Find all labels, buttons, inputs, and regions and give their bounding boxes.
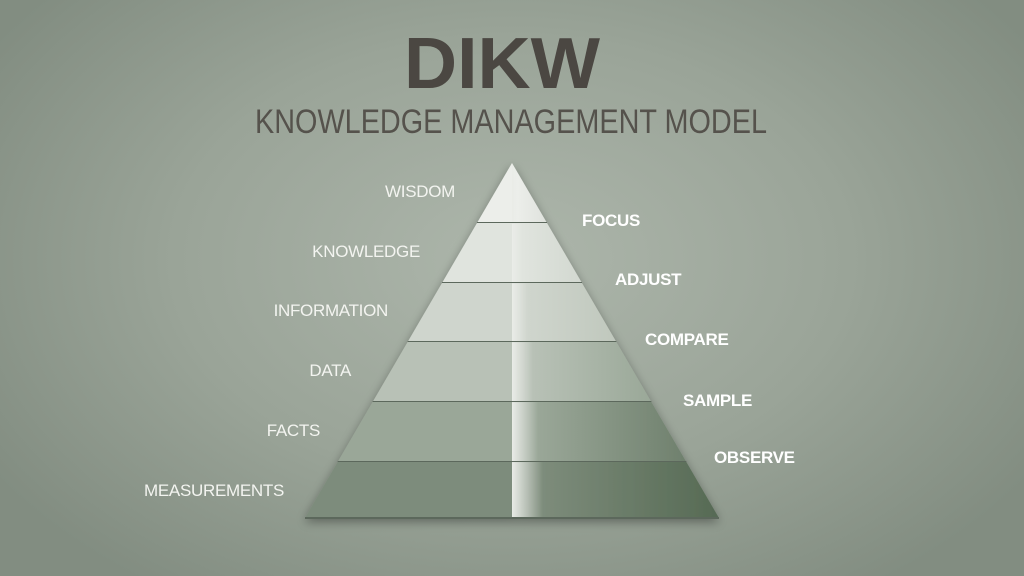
pyramid-layer-right-measurements <box>512 462 719 518</box>
pyramid-layer-right-wisdom <box>512 163 547 223</box>
level-label-information: INFORMATION <box>273 301 389 320</box>
pyramid-layer-right-facts <box>512 402 687 462</box>
pyramid-layer-left-facts <box>337 402 512 462</box>
diagram-title: DIKW <box>404 24 600 104</box>
pyramid-layer-right-data <box>512 342 652 402</box>
action-label-compare: COMPARE <box>645 330 729 349</box>
level-label-measurements: MEASUREMENTS <box>144 481 284 500</box>
action-label-sample: SAMPLE <box>683 391 753 410</box>
action-label-adjust: ADJUST <box>615 270 682 289</box>
pyramid-layer-left-knowledge <box>442 223 512 283</box>
level-label-knowledge: KNOWLEDGE <box>312 242 420 261</box>
level-label-wisdom: WISDOM <box>385 182 455 201</box>
action-label-focus: FOCUS <box>582 211 641 230</box>
diagram-subtitle: KNOWLEDGE MANAGEMENT MODEL <box>255 103 767 141</box>
pyramid-layer-left-data <box>372 342 512 402</box>
pyramid <box>305 163 719 519</box>
pyramid-layer-left-information <box>407 283 512 342</box>
pyramid-layer-right-information <box>512 283 617 342</box>
level-label-data: DATA <box>309 361 351 380</box>
level-label-facts: FACTS <box>266 421 321 440</box>
action-label-observe: OBSERVE <box>714 448 795 467</box>
pyramid-layer-left-wisdom <box>477 163 512 223</box>
pyramid-layer-left-measurements <box>305 462 512 518</box>
pyramid-layer-right-knowledge <box>512 223 582 283</box>
